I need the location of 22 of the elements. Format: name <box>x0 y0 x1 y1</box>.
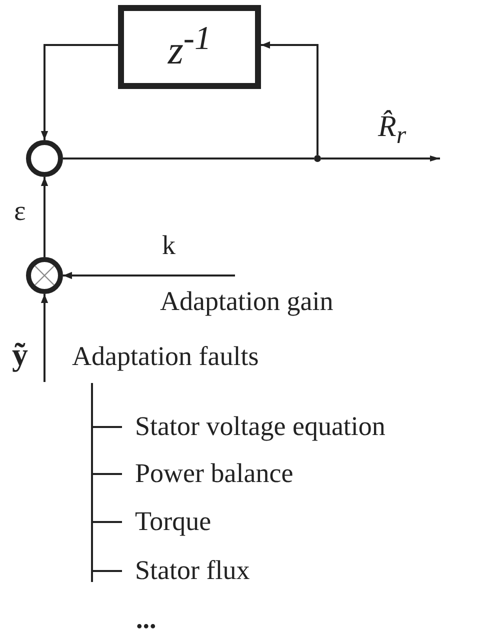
caption-text: Adaptation gain <box>160 288 334 315</box>
arrow <box>40 44 118 140</box>
list-item: Stator voltage equation <box>135 413 386 440</box>
arrow <box>40 177 48 257</box>
arrow <box>261 41 318 155</box>
arrow <box>40 294 48 382</box>
arrow <box>63 272 235 280</box>
signal-label: ε <box>14 198 26 226</box>
list-item: Power balance <box>135 460 294 487</box>
signal-label: ỹ <box>12 338 28 370</box>
caption-text: Adaptation faults <box>72 343 259 370</box>
ellipsis: ... <box>136 606 156 633</box>
multiplier-circle <box>26 257 63 294</box>
gain-label: k <box>162 232 176 259</box>
junction-dot <box>314 155 321 162</box>
delay-block <box>118 5 261 89</box>
estimate-label: R̂$_{r}$ <box>378 112 406 148</box>
transfer-function: z$^{-1}$ <box>168 20 212 74</box>
list-item: Torque <box>135 508 212 535</box>
list-item: Stator flux <box>135 557 250 584</box>
summing-circle <box>26 140 63 177</box>
arrow <box>321 156 440 162</box>
